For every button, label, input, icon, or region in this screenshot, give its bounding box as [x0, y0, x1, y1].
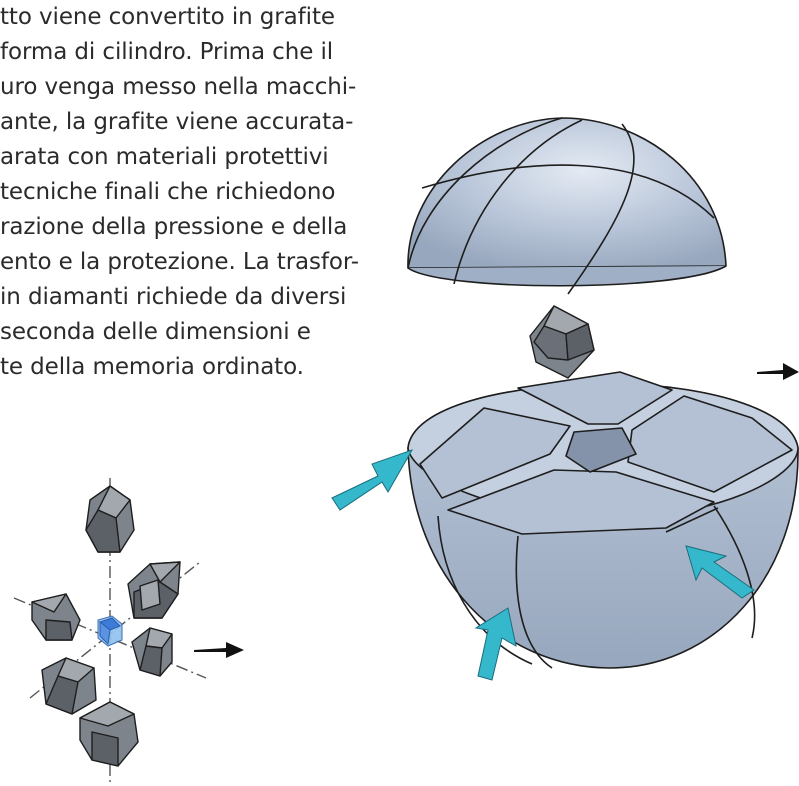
anvil-assembly-diagram	[13, 478, 244, 784]
split-sphere-press-diagram	[331, 117, 799, 681]
paragraph-line: uro venga messo nella macchi-	[0, 74, 357, 100]
octahedral-sample	[529, 305, 595, 379]
paragraph-line: forma di cilindro. Prima che il	[0, 39, 334, 65]
paragraph-line: seconda delle dimensioni e	[0, 319, 311, 345]
paragraph-line: tto viene convertito in grafite	[0, 4, 335, 30]
anvil-lower-left	[41, 657, 97, 715]
anvil-bottom	[79, 701, 139, 767]
lower-bowl	[407, 371, 799, 669]
pressure-arrow-right	[685, 545, 755, 599]
right-arrow-icon	[757, 363, 799, 380]
paragraph-line: in diamanti richiede da diversi	[0, 284, 347, 310]
upper-hemisphere	[407, 117, 727, 295]
paragraph-line: tecniche finali che richiedono	[0, 179, 336, 205]
paragraph-line: ante, la grafite viene accurata-	[0, 109, 354, 135]
pressure-arrow-left	[331, 449, 414, 511]
paragraph-line: ento e la protezione. La trasfor-	[0, 249, 359, 275]
cubic-core	[97, 615, 123, 647]
description-paragraph: tto viene convertito in grafite forma di…	[0, 0, 440, 420]
pressure-arrow-bottom	[474, 607, 517, 681]
anvil-top	[85, 485, 135, 553]
paragraph-line: arata con materiali protettivi	[0, 144, 329, 170]
pressure-arrow-icon	[331, 449, 755, 681]
paragraph-line: te della memoria ordinato.	[0, 354, 304, 380]
anvil-right	[131, 627, 173, 677]
anvil-upper-right	[127, 561, 181, 619]
right-arrow-icon	[194, 642, 244, 658]
paragraph-line: razione della pressione e della	[0, 214, 348, 240]
anvil-upper-left	[31, 593, 81, 641]
